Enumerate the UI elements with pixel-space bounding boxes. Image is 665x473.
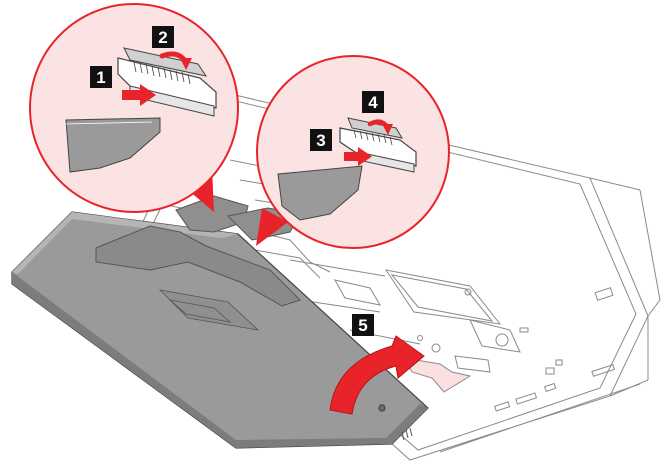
svg-text:2: 2 [158, 28, 167, 47]
arrow-step3-push-cable [344, 147, 372, 166]
callout-right-connector: 3 4 [256, 55, 450, 249]
svg-text:3: 3 [316, 131, 325, 150]
flat-cable-right [277, 165, 363, 221]
callout-right-pointer [256, 208, 288, 246]
fingerprint-module [469, 319, 521, 353]
side-port-3 [543, 382, 557, 393]
arrow-step1-push-cable [122, 84, 156, 106]
callout-right-content [277, 117, 417, 221]
touchpad-module [384, 269, 502, 325]
keyboard[interactable] [11, 211, 429, 449]
keyboard-right-edge [386, 404, 428, 444]
touchpad-screw-3 [417, 335, 423, 341]
keyboard-stiffener [158, 289, 260, 331]
svg-text:5: 5 [358, 316, 367, 335]
callout-left-content [65, 47, 217, 173]
callout-left-connector: 1 2 [29, 3, 239, 213]
case-port-3 [519, 327, 529, 333]
case-port-2 [555, 359, 563, 366]
case-port-1 [545, 367, 555, 375]
keyboard-top-edge [12, 212, 238, 274]
step-label-1: 1 [90, 66, 112, 88]
svg-text:4: 4 [368, 93, 378, 112]
arrow-step5-lift-keyboard [329, 335, 425, 415]
step-label-5: 5 [352, 314, 374, 336]
flat-cable-left [65, 117, 161, 173]
touchpad-screw-2 [431, 343, 441, 353]
board-component [334, 279, 381, 306]
side-port-2 [515, 392, 538, 405]
step-label-3: 3 [310, 129, 332, 151]
step-label-4: 4 [362, 91, 384, 113]
side-port-4 [591, 364, 616, 377]
side-port-1 [494, 401, 511, 412]
step-label-2: 2 [152, 26, 174, 48]
keyboard-connector-pull-tab [403, 357, 472, 393]
keyboard-screw-hole [378, 404, 386, 412]
hinge-right [594, 287, 614, 301]
touchpad-screw-1 [464, 288, 472, 296]
svg-text:1: 1 [96, 68, 105, 87]
keyboard-backlight-connector [95, 225, 301, 307]
